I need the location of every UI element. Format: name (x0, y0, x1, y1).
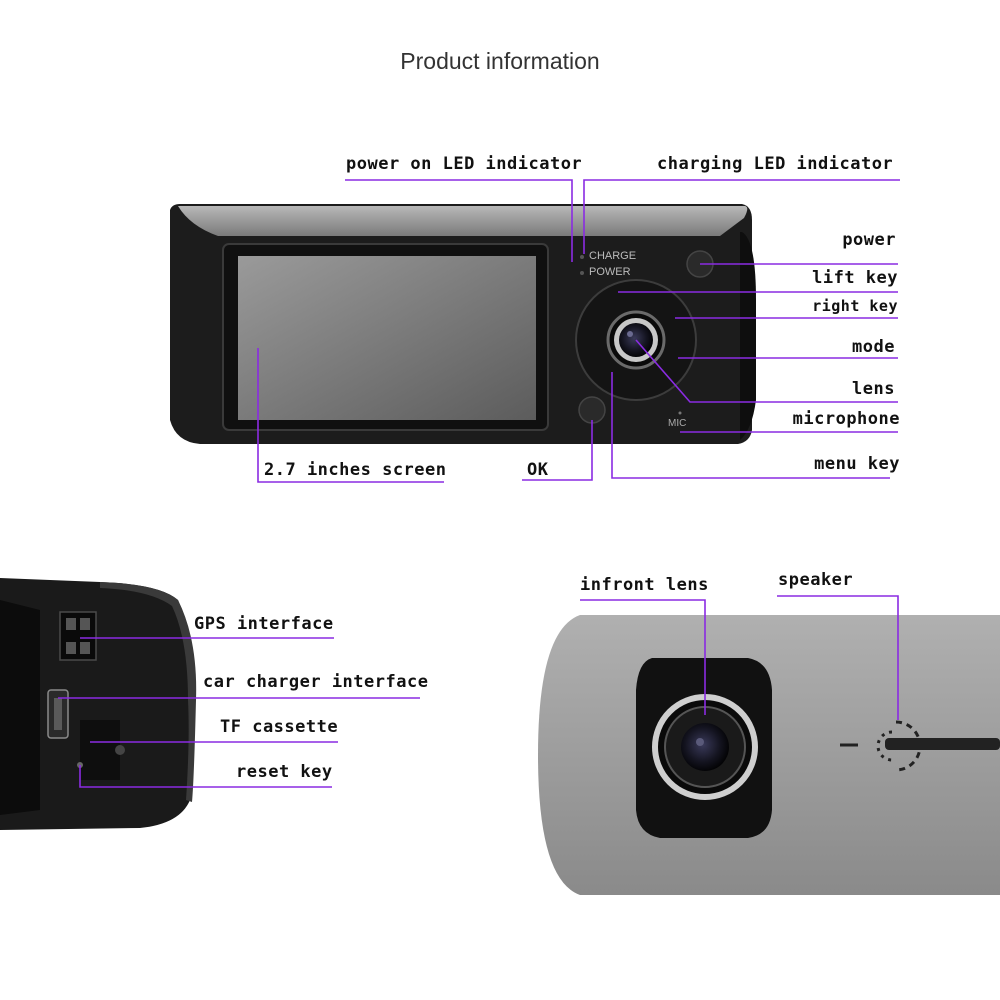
leader-lines (58, 179, 900, 788)
label-charging-led: charging LED indicator (657, 154, 894, 174)
dashcam-rear-view (170, 204, 756, 444)
label-lift-key: lift key (812, 268, 898, 288)
label-gps-interface: GPS interface (194, 614, 334, 634)
label-infront-lens: infront lens (580, 575, 709, 595)
label-ok: OK (527, 460, 549, 480)
label-car-charger: car charger interface (203, 672, 429, 692)
label-lens: lens (852, 379, 895, 399)
dashcam-front-view (538, 615, 1000, 895)
label-menu-key: menu key (814, 454, 900, 474)
label-power: power (842, 230, 896, 250)
label-tf-cassette: TF cassette (220, 717, 339, 737)
mic-text: MIC (668, 418, 687, 429)
label-microphone: microphone (792, 409, 900, 429)
label-mode: mode (852, 337, 895, 357)
label-reset-key: reset key (236, 762, 333, 782)
label-power-on-led: power on LED indicator (346, 154, 583, 174)
label-speaker: speaker (778, 570, 854, 590)
dashcam-side-view (0, 578, 197, 830)
label-screen: 2.7 inches screen (264, 460, 447, 480)
power-led-text: POWER (589, 266, 631, 278)
charge-led-text: CHARGE (589, 250, 637, 262)
label-right-key: right key (812, 297, 898, 315)
page-title: Product information (400, 48, 600, 74)
